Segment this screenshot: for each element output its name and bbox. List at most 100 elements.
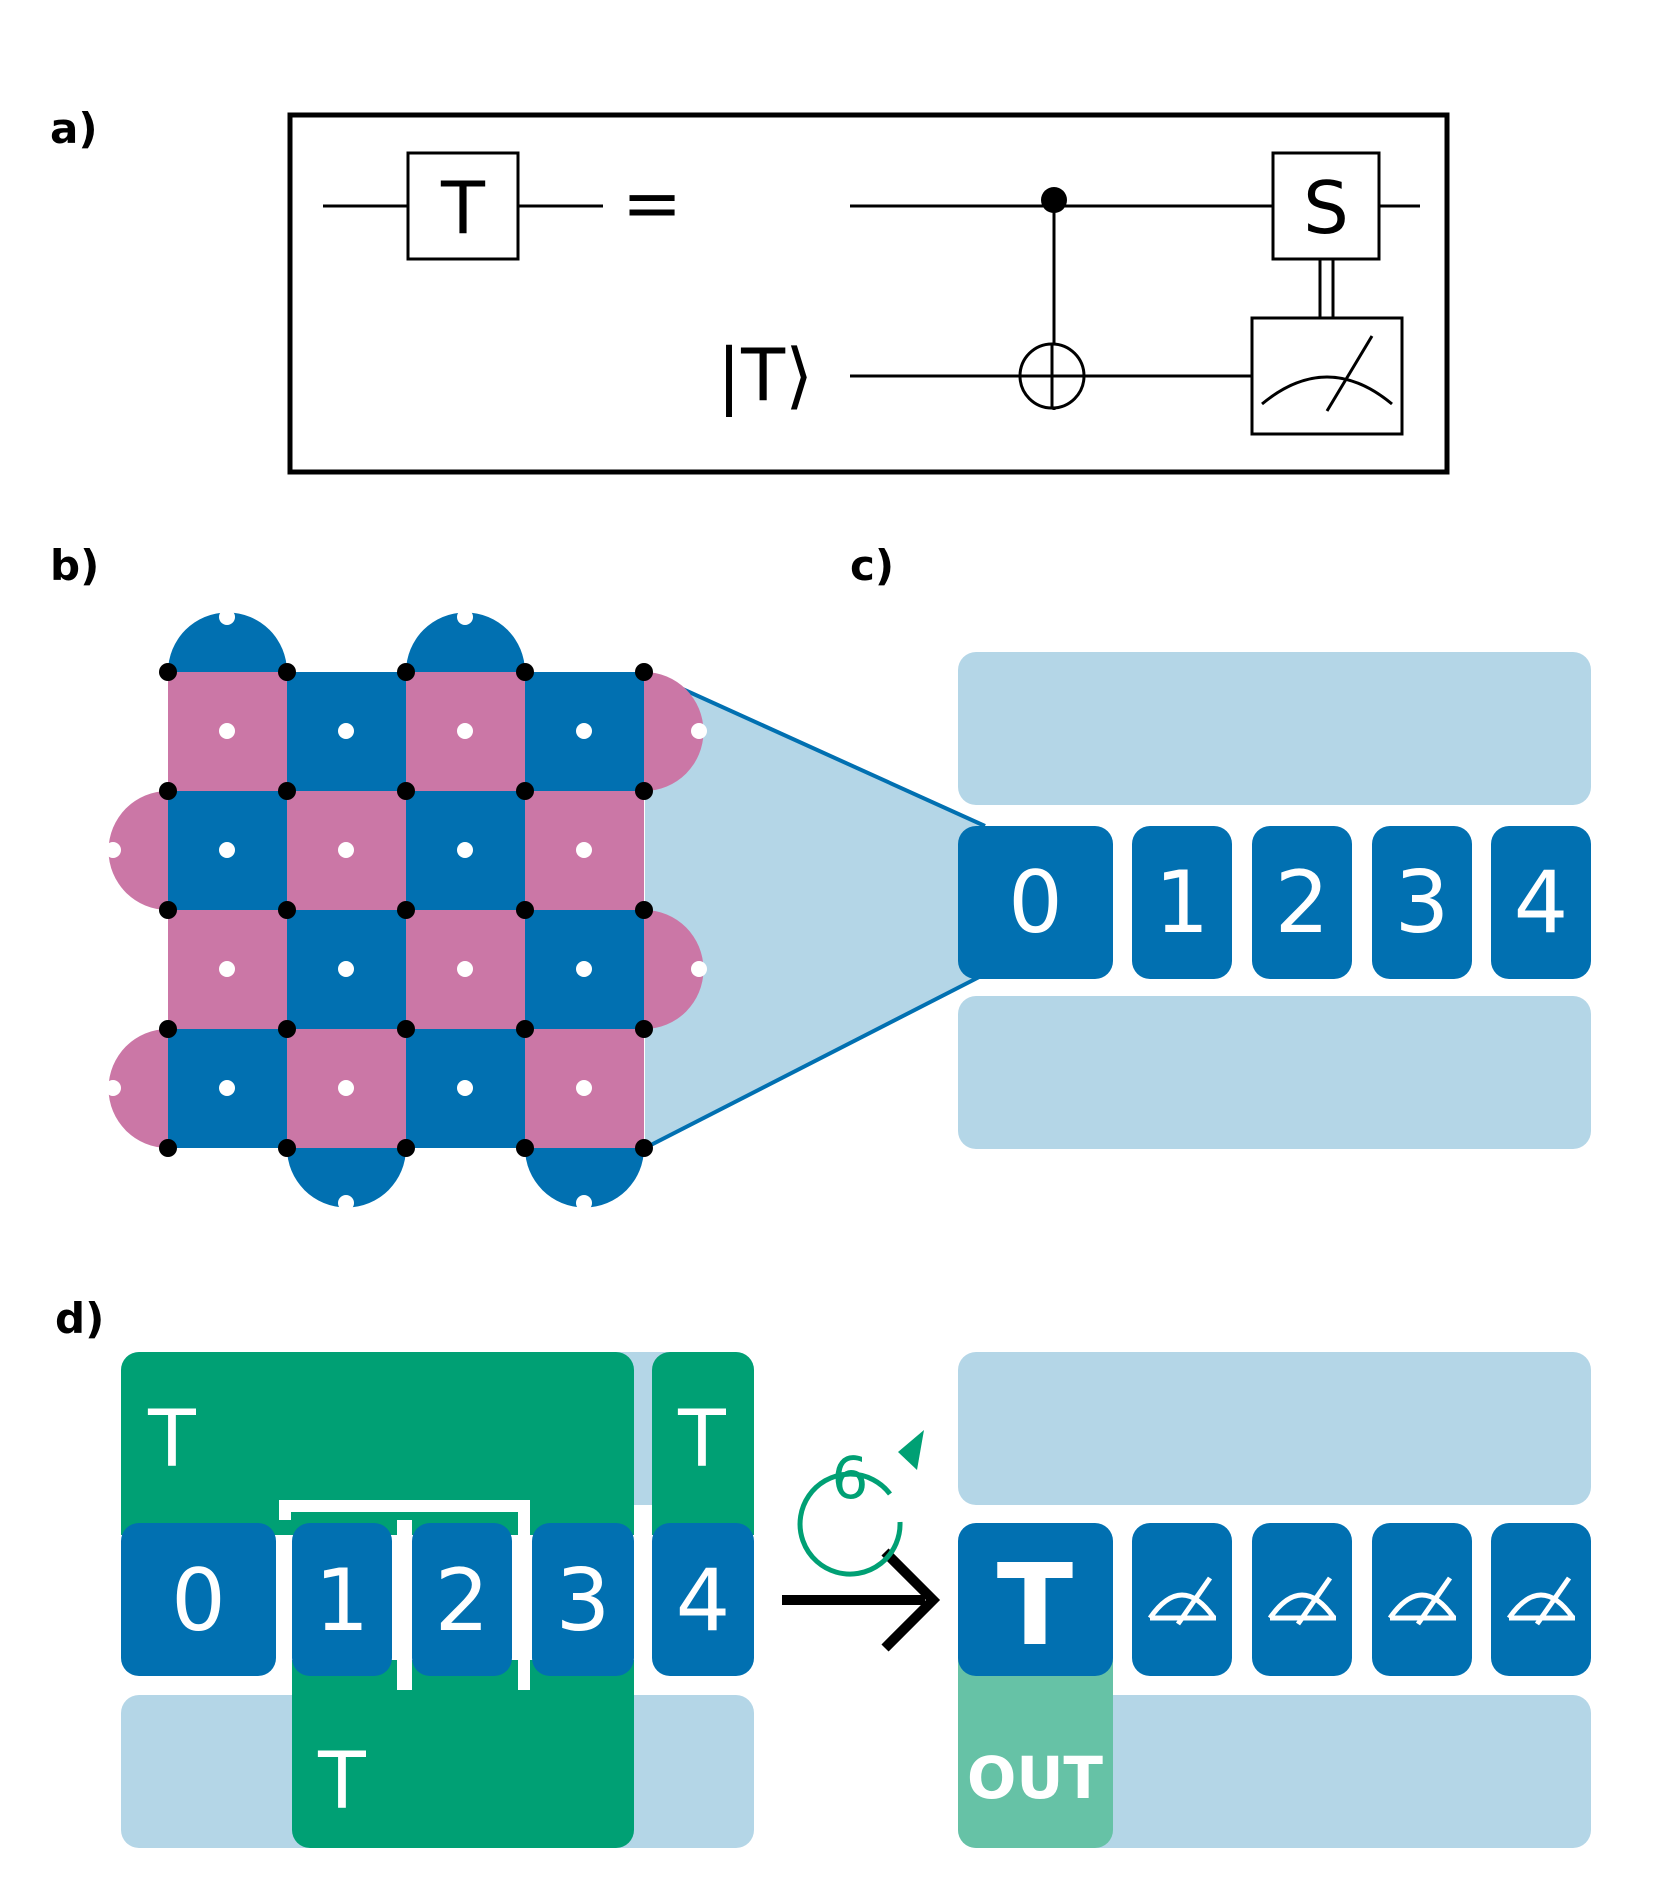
data-qubit-dot — [159, 901, 177, 919]
logical-qubit-tile — [1132, 826, 1232, 979]
t-label: T — [677, 1395, 726, 1485]
measurement-needle-icon — [1415, 1576, 1453, 1626]
data-qubit-dot — [635, 1139, 653, 1157]
output-region — [958, 1640, 1113, 1848]
ancilla-qubit-dot — [219, 1080, 235, 1096]
data-qubit-dot — [397, 782, 415, 800]
qubit-index-label: 4 — [676, 1551, 731, 1651]
qubit-index-label: 0 — [1008, 853, 1063, 953]
qubit-index-label: 3 — [556, 1551, 611, 1651]
ancilla-qubit-dot — [457, 723, 473, 739]
ancilla-qubit-dot — [457, 609, 473, 625]
data-qubit-dot — [635, 1020, 653, 1038]
data-qubit-dot — [159, 1020, 177, 1038]
ancilla-qubit-dot — [338, 1080, 354, 1096]
data-qubit-dot — [397, 901, 415, 919]
s-gate-label: S — [1303, 166, 1349, 250]
ancilla-qubit-dot — [691, 723, 707, 739]
data-qubit-dot — [516, 663, 534, 681]
ancilla-qubit-dot — [457, 842, 473, 858]
data-qubit-dot — [635, 663, 653, 681]
measurement-needle-icon — [1175, 1576, 1213, 1626]
measured-qubit-tile — [1372, 1523, 1472, 1676]
data-qubit-dot — [278, 1020, 296, 1038]
cycle-arrowhead-icon — [898, 1430, 924, 1470]
ancilla-qubit-dot — [219, 723, 235, 739]
ancilla-qubit-dot — [219, 961, 235, 977]
qubit-index-label: 3 — [1395, 853, 1450, 953]
ancilla-qubit-dot — [576, 842, 592, 858]
t-injection-region — [292, 1695, 634, 1848]
logical-qubit-tile — [121, 1523, 276, 1676]
measurement-meter-icon — [1387, 1592, 1457, 1620]
boundary-stabilizer — [108, 791, 168, 910]
surface-code-lattice — [105, 609, 986, 1211]
data-qubit-dot — [278, 901, 296, 919]
t-label: T — [317, 1737, 366, 1827]
qubit-index-label: 4 — [1514, 853, 1569, 953]
ancilla-qubit-dot — [457, 1080, 473, 1096]
zoom-funnel — [645, 672, 985, 1148]
data-qubit-dot — [397, 1020, 415, 1038]
ancilla-region-top — [958, 1352, 1591, 1505]
ancilla-qubit-dot — [338, 961, 354, 977]
ancilla-qubit-dot — [576, 1195, 592, 1211]
ancilla-qubit-dot — [219, 609, 235, 625]
boundary-stabilizer — [644, 910, 704, 1029]
t-gate-box — [406, 151, 520, 261]
measurement-needle-icon — [1534, 1576, 1572, 1626]
data-qubit-dot — [516, 901, 534, 919]
ancilla-region-bottom — [958, 1695, 1591, 1848]
t-gate-label: T — [440, 166, 486, 250]
data-qubit-dot — [516, 1020, 534, 1038]
qubit-index-label: 0 — [171, 1551, 226, 1651]
data-qubit-dot — [397, 663, 415, 681]
zoom-line-bottom — [644, 972, 986, 1150]
equals-sign: = — [622, 161, 682, 245]
measurement-meter-icon — [1147, 1592, 1217, 1620]
circuit-panel: T = S |T⟩ — [287, 112, 1450, 475]
measurement-needle-icon — [1295, 1576, 1333, 1626]
t-injection-region — [652, 1352, 754, 1505]
data-qubit-dot — [516, 782, 534, 800]
ancilla-qubit-dot — [219, 842, 235, 858]
boundary-stabilizer — [108, 1029, 168, 1148]
arrow-head-icon — [881, 1548, 941, 1652]
measurement-meter-icon — [1267, 1592, 1337, 1620]
ancilla-qubit-dot — [576, 1080, 592, 1096]
data-qubit-dot — [278, 782, 296, 800]
rounds-indicator: 6 — [797, 1430, 924, 1577]
t-label: T — [147, 1395, 196, 1485]
boundary-stabilizer — [168, 612, 287, 672]
measured-qubit-tile — [1491, 1523, 1591, 1676]
boundary-stabilizer — [644, 672, 704, 791]
output-t-label: T — [997, 1541, 1073, 1671]
rounds-count: 6 — [832, 1444, 869, 1512]
out-label: OUT — [967, 1744, 1103, 1812]
logical-qubit-tile — [292, 1523, 392, 1676]
logical-qubit-tile — [1252, 826, 1352, 979]
logical-qubit-tile — [652, 1523, 754, 1676]
qubit-index-label: 2 — [435, 1551, 490, 1651]
qubit-index-label: 1 — [315, 1551, 370, 1651]
logical-qubit-tile — [532, 1523, 634, 1676]
bracket-divider — [397, 1520, 412, 1690]
logical-qubit-tile — [412, 1523, 512, 1676]
measured-qubit-tile — [1252, 1523, 1352, 1676]
panel-label-c: c) — [850, 541, 894, 590]
cycle-arrow-icon — [797, 1471, 903, 1577]
ancilla-qubit-dot — [576, 723, 592, 739]
logical-qubit-tile — [1491, 826, 1591, 979]
data-qubit-dot — [159, 782, 177, 800]
circuit-frame — [287, 112, 1450, 475]
ancilla-region-bottom — [958, 996, 1591, 1149]
panel-label-a: a) — [50, 104, 98, 153]
ancilla-qubit-dot — [338, 1195, 354, 1211]
qubit-index-label: 2 — [1275, 853, 1330, 953]
panel-label-b: b) — [50, 541, 99, 590]
boundary-stabilizer — [525, 1148, 644, 1208]
data-qubit-dot — [397, 1139, 415, 1157]
